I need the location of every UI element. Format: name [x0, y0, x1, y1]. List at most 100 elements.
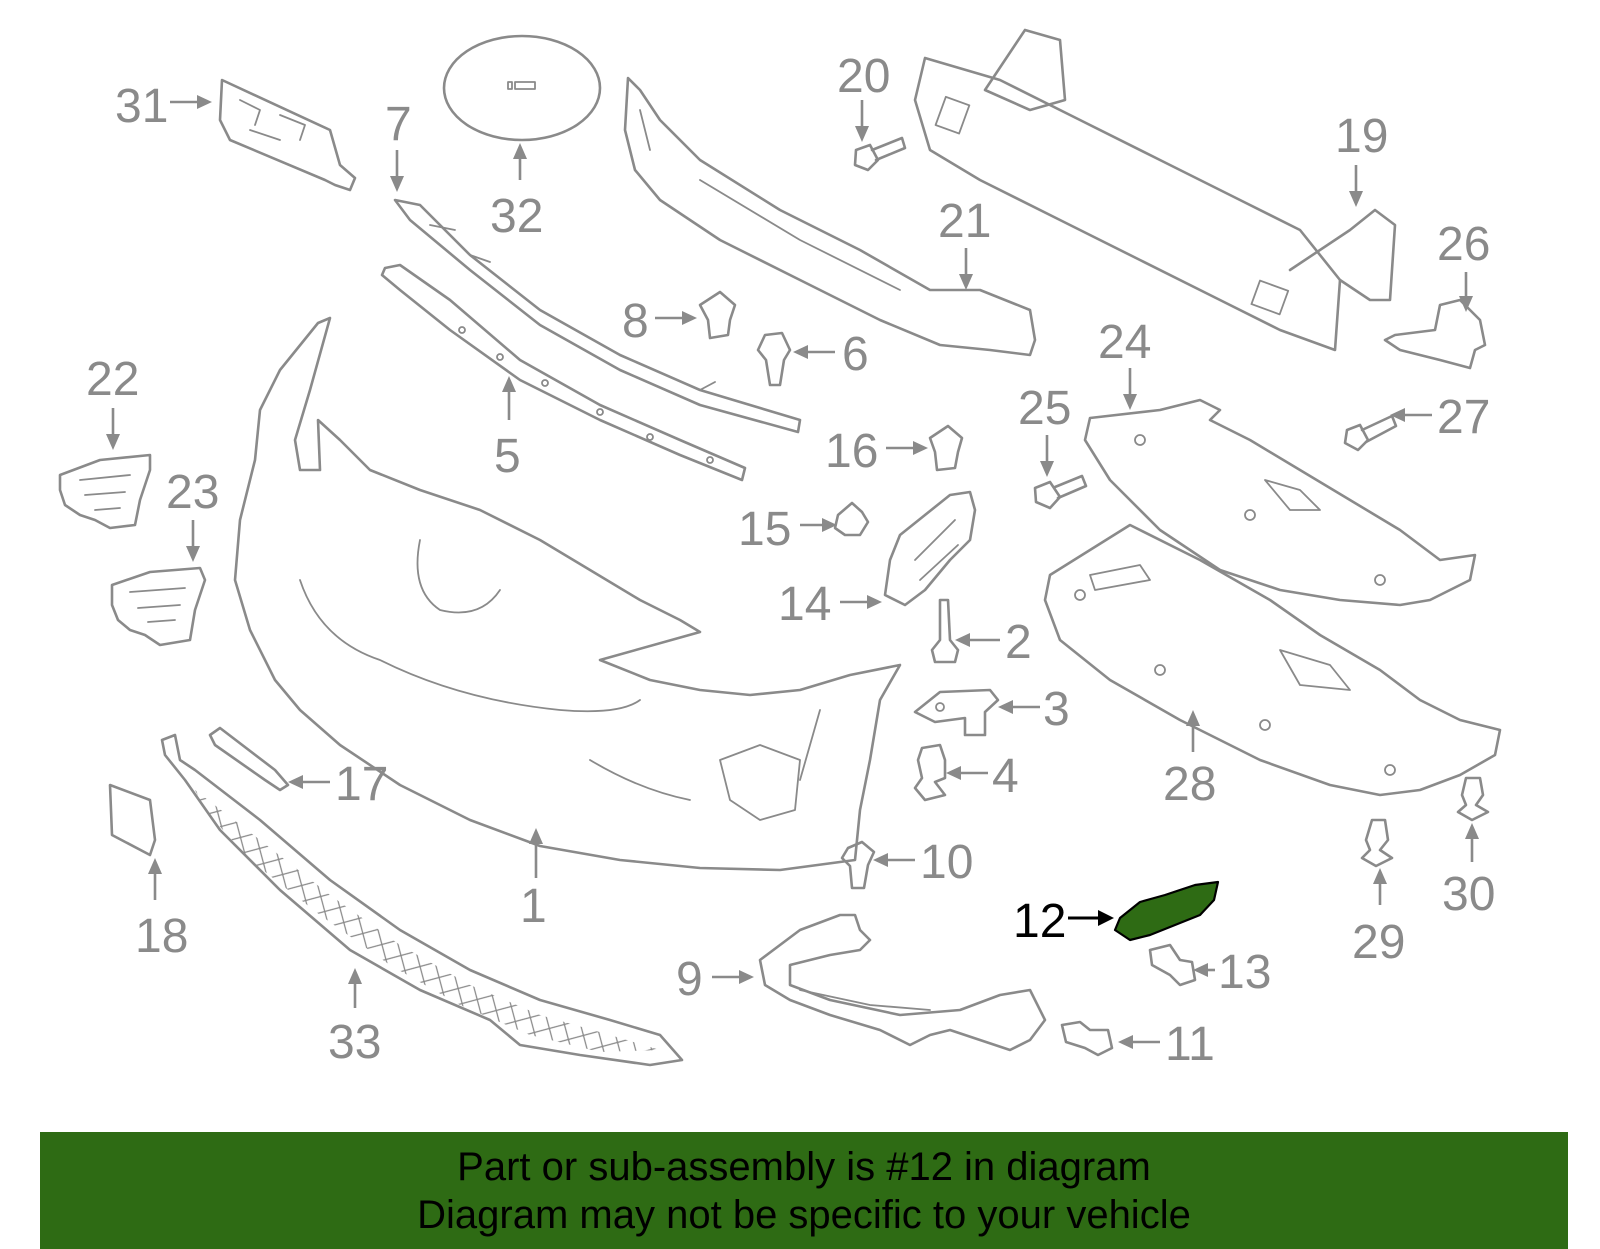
- callout-22: 22: [86, 353, 139, 450]
- part-9-lower-bracket: [758, 913, 1047, 1052]
- part-21-absorber: [623, 76, 1037, 357]
- svg-text:25: 25: [1018, 382, 1071, 435]
- svg-text:33: 33: [328, 1016, 381, 1069]
- svg-text:20: 20: [837, 50, 890, 103]
- svg-text:1: 1: [520, 880, 547, 933]
- part-8-clip: [698, 290, 737, 340]
- svg-text:29: 29: [1352, 916, 1405, 969]
- part-24-under-cover: [1083, 398, 1477, 607]
- info-banner: Part or sub-assembly is #12 in diagram D…: [40, 1132, 1568, 1249]
- callout-16: 16: [825, 425, 928, 478]
- part-19-reinforcement-beam: [913, 28, 1397, 352]
- callout-31: 31: [115, 80, 212, 133]
- part-15-clip: [833, 501, 870, 537]
- part-5-retainer: [380, 263, 747, 482]
- callout-18: 18: [135, 858, 188, 963]
- part-7-trim-strip: [393, 198, 802, 434]
- part-1-bumper-cover: [233, 316, 902, 872]
- svg-text:24: 24: [1098, 316, 1151, 369]
- part-12-fill: [1113, 880, 1220, 942]
- callout-30: 30: [1442, 823, 1495, 921]
- callout-12-highlighted: 12: [1013, 895, 1114, 948]
- svg-text:26: 26: [1437, 218, 1490, 271]
- part-33-lower-grille: [160, 733, 684, 1067]
- part-31-bracket: [218, 78, 357, 192]
- svg-text:15: 15: [738, 503, 791, 556]
- callout-13: 13: [1193, 946, 1271, 999]
- part-6-bolt: [756, 331, 792, 387]
- part-26-bracket: [1383, 298, 1487, 370]
- callout-2: 2: [955, 616, 1032, 669]
- callout-11: 11: [1118, 1018, 1215, 1071]
- svg-text:31: 31: [115, 80, 168, 133]
- svg-text:12: 12: [1013, 895, 1066, 948]
- svg-text:11: 11: [1165, 1018, 1215, 1071]
- callout-10: 10: [873, 836, 973, 889]
- svg-text:18: 18: [135, 910, 188, 963]
- callout-9: 9: [676, 953, 754, 1006]
- part-10-bolt: [840, 840, 876, 890]
- callout-17: 17: [288, 758, 388, 811]
- part-4-clip: [913, 743, 947, 802]
- svg-text:21: 21: [938, 195, 991, 248]
- part-13-screw: [1148, 943, 1197, 987]
- svg-text:19: 19: [1335, 110, 1388, 163]
- svg-text:27: 27: [1437, 391, 1490, 444]
- svg-text:32: 32: [490, 190, 543, 243]
- callout-19: 19: [1335, 110, 1388, 207]
- svg-text:9: 9: [676, 953, 703, 1006]
- svg-text:30: 30: [1442, 868, 1495, 921]
- callout-26: 26: [1437, 218, 1490, 312]
- svg-text:28: 28: [1163, 758, 1216, 811]
- callout-25: 25: [1018, 382, 1071, 477]
- part-11-bolt: [1060, 1020, 1114, 1057]
- callout-20: 20: [837, 50, 890, 142]
- part-16-clip: [928, 424, 964, 472]
- svg-text:6: 6: [842, 328, 869, 381]
- part-25-bolt: [1033, 474, 1088, 510]
- part-32-emblem: [442, 34, 602, 142]
- part-22-side-grille: [58, 453, 152, 530]
- svg-text:22: 22: [86, 353, 139, 406]
- svg-text:13: 13: [1218, 946, 1271, 999]
- callout-14: 14: [778, 578, 882, 631]
- part-28-lower-cover: [1043, 523, 1502, 797]
- callout-5: 5: [494, 376, 521, 483]
- part-3-bracket: [913, 688, 1000, 737]
- callout-23: 23: [166, 466, 219, 562]
- svg-text:17: 17: [335, 758, 388, 811]
- part-20-bolt: [853, 136, 907, 172]
- part-12-highlighted-bracket: [1113, 880, 1220, 942]
- svg-text:4: 4: [992, 750, 1019, 803]
- svg-text:14: 14: [778, 578, 831, 631]
- callout-27: 27: [1390, 391, 1490, 444]
- callout-1: 1: [520, 828, 547, 933]
- callout-3: 3: [998, 683, 1070, 736]
- callout-15: 15: [738, 503, 837, 556]
- part-29-clip: [1360, 818, 1394, 868]
- callout-7: 7: [385, 98, 412, 192]
- svg-text:23: 23: [166, 466, 219, 519]
- svg-text:7: 7: [385, 98, 412, 151]
- banner-line-1: Part or sub-assembly is #12 in diagram: [457, 1144, 1151, 1189]
- callout-32: 32: [490, 143, 543, 243]
- callout-4: 4: [946, 750, 1019, 803]
- callout-33: 33: [328, 968, 381, 1069]
- part-17-trim: [208, 726, 290, 792]
- svg-text:8: 8: [622, 295, 649, 348]
- callout-8: 8: [622, 295, 697, 348]
- part-23-side-grille: [110, 566, 207, 647]
- callout-6: 6: [793, 328, 869, 381]
- callout-24: 24: [1098, 316, 1151, 410]
- svg-text:3: 3: [1043, 683, 1070, 736]
- part-27-bolt: [1343, 414, 1398, 452]
- part-2-pin: [930, 598, 960, 664]
- svg-text:2: 2: [1005, 616, 1032, 669]
- svg-text:10: 10: [920, 836, 973, 889]
- part-14-bracket: [883, 490, 977, 607]
- part-30-clip: [1456, 776, 1490, 822]
- part-18-plate: [108, 783, 157, 857]
- svg-text:16: 16: [825, 425, 878, 478]
- callout-21: 21: [938, 195, 991, 290]
